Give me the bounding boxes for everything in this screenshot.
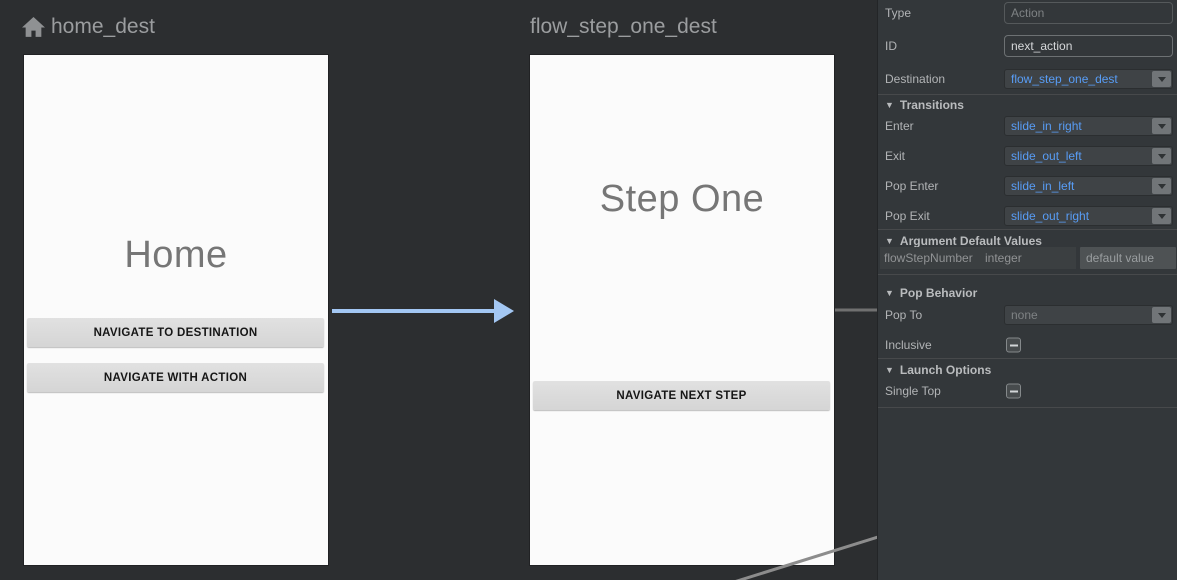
destination-title: home_dest <box>51 15 155 38</box>
section-title: Argument Default Values <box>899 234 1042 248</box>
field-row-single-top: Single Top <box>878 376 1177 406</box>
pop-to-value: none <box>1011 308 1038 322</box>
nav-graph-canvas[interactable]: home_dest Home NAVIGATE TO DESTINATION N… <box>0 0 877 580</box>
chevron-down-icon <box>1152 118 1171 134</box>
destination-title: flow_step_one_dest <box>530 15 717 38</box>
chevron-down-icon <box>1152 307 1171 323</box>
destination-value: flow_step_one_dest <box>1011 72 1118 86</box>
chevron-down-icon <box>1152 178 1171 194</box>
destination-header-home[interactable]: home_dest <box>22 12 155 42</box>
field-row-pop-exit: Pop Exit slide_out_right <box>878 201 1177 231</box>
chevron-down-icon <box>1152 208 1171 224</box>
inclusive-label: Inclusive <box>885 338 932 352</box>
enter-label: Enter <box>885 119 914 133</box>
enter-transition-select[interactable]: slide_in_right <box>1004 116 1173 136</box>
pop-enter-value: slide_in_left <box>1011 179 1075 193</box>
pop-behavior-section-header[interactable]: Pop Behavior <box>878 283 1177 303</box>
enter-value: slide_in_right <box>1011 119 1082 133</box>
field-row-enter: Enter slide_in_right <box>878 111 1177 141</box>
pop-enter-label: Pop Enter <box>885 179 939 193</box>
id-input[interactable] <box>1004 35 1173 57</box>
type-input[interactable] <box>1004 2 1173 24</box>
section-divider <box>878 274 1177 275</box>
collapse-triangle-icon <box>885 365 894 375</box>
destination-preview-flow-step-one[interactable]: Step One NAVIGATE NEXT STEP <box>530 55 834 565</box>
argument-name-cell[interactable]: flowStepNumber <box>880 247 981 269</box>
screen-title: Step One <box>599 178 765 220</box>
id-label: ID <box>885 39 897 53</box>
destination-preview-home[interactable]: Home NAVIGATE TO DESTINATION NAVIGATE WI… <box>24 55 328 565</box>
argument-defaults-section-header[interactable]: Argument Default Values <box>878 231 1177 251</box>
chevron-down-icon <box>1152 71 1171 87</box>
action-arrow-home-to-step-one[interactable] <box>332 299 514 323</box>
field-row-pop-to: Pop To none <box>878 300 1177 330</box>
field-row-inclusive: Inclusive <box>878 330 1177 360</box>
collapse-triangle-icon <box>885 288 894 298</box>
section-divider <box>878 229 1177 230</box>
inclusive-checkbox[interactable] <box>1006 337 1021 353</box>
transitions-section-header[interactable]: Transitions <box>878 95 1177 115</box>
pop-exit-value: slide_out_right <box>1011 209 1090 223</box>
collapse-triangle-icon <box>885 100 894 110</box>
field-row-exit: Exit slide_out_left <box>878 141 1177 171</box>
preview-button: NAVIGATE WITH ACTION <box>27 363 324 392</box>
field-row-destination: Destination flow_step_one_dest <box>878 64 1177 94</box>
chevron-down-icon <box>1152 148 1171 164</box>
exit-label: Exit <box>885 149 906 163</box>
home-icon <box>22 16 45 37</box>
destination-select[interactable]: flow_step_one_dest <box>1004 69 1173 89</box>
preview-button: NAVIGATE NEXT STEP <box>533 381 830 410</box>
indeterminate-dash-icon <box>1009 390 1018 392</box>
field-row-pop-enter: Pop Enter slide_in_left <box>878 171 1177 201</box>
pop-to-label: Pop To <box>885 308 923 322</box>
pop-to-select[interactable]: none <box>1004 305 1173 325</box>
preview-button: NAVIGATE TO DESTINATION <box>27 318 324 347</box>
argument-row: flowStepNumber integer <box>880 247 1176 269</box>
exit-transition-select[interactable]: slide_out_left <box>1004 146 1173 166</box>
section-divider <box>878 407 1177 408</box>
collapse-triangle-icon <box>885 236 894 246</box>
field-row-type: Type <box>878 0 1177 28</box>
section-title: Launch Options <box>899 363 992 377</box>
single-top-label: Single Top <box>885 384 941 398</box>
launch-options-section-header[interactable]: Launch Options <box>878 360 1177 380</box>
destination-label: Destination <box>885 72 946 86</box>
indeterminate-dash-icon <box>1009 344 1018 346</box>
section-title: Pop Behavior <box>899 286 978 300</box>
pop-exit-label: Pop Exit <box>885 209 930 223</box>
section-divider <box>878 94 1177 95</box>
attributes-panel: Type ID Destination flow_step_one_dest T… <box>877 0 1177 580</box>
screen-title: Home <box>124 234 228 276</box>
field-row-id: ID <box>878 31 1177 61</box>
section-title: Transitions <box>899 98 964 112</box>
arrowhead-icon <box>494 299 514 323</box>
argument-default-value-input[interactable] <box>1080 247 1176 269</box>
argument-type-cell[interactable]: integer <box>981 247 1076 269</box>
destination-header-flow-step-one[interactable]: flow_step_one_dest <box>530 12 717 42</box>
pop-enter-transition-select[interactable]: slide_in_left <box>1004 176 1173 196</box>
section-divider <box>878 358 1177 359</box>
exit-value: slide_out_left <box>1011 149 1082 163</box>
type-label: Type <box>885 6 912 20</box>
single-top-checkbox[interactable] <box>1006 383 1021 399</box>
pop-exit-transition-select[interactable]: slide_out_right <box>1004 206 1173 226</box>
